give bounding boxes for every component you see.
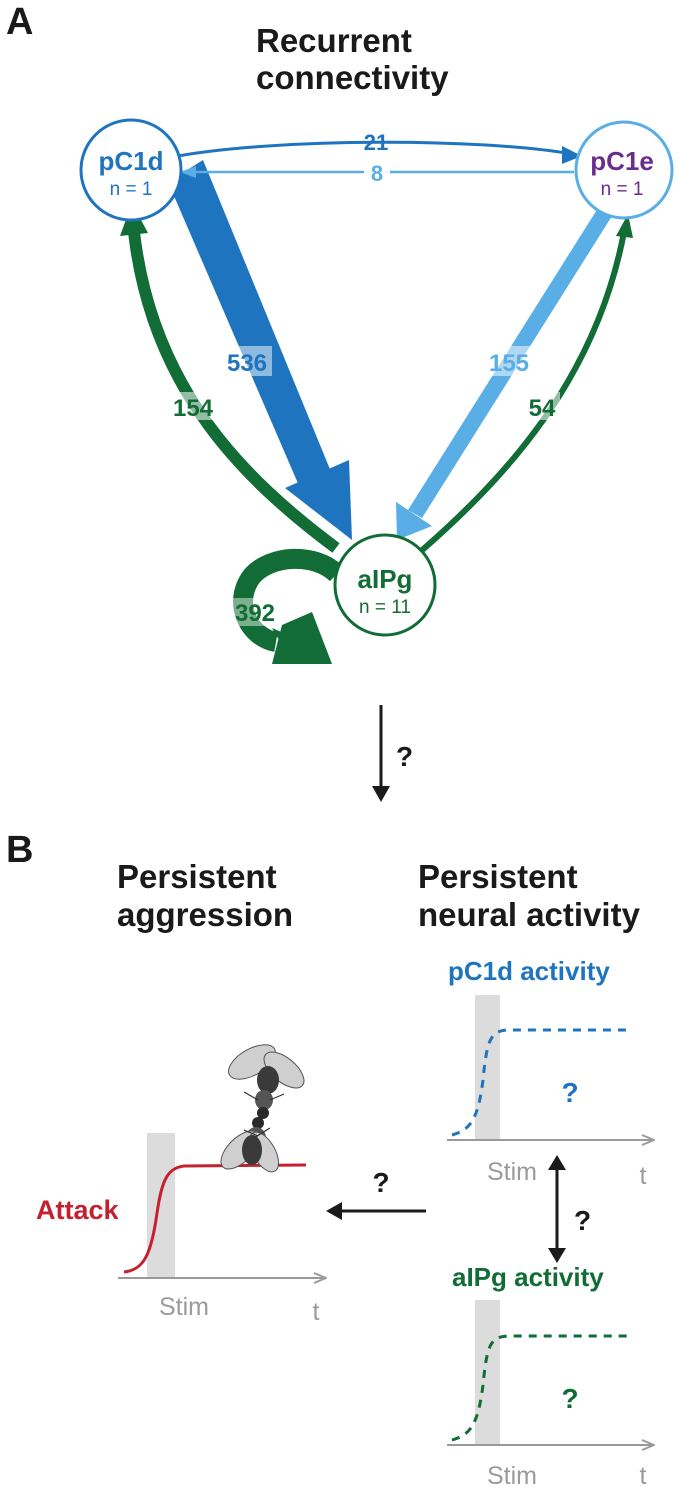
label-8: 8: [364, 161, 390, 186]
node-aipg-name: aIPg: [358, 564, 413, 594]
attack-plot: Stim t: [118, 1133, 326, 1326]
edge-weight-392: 392: [235, 600, 275, 627]
fighting-flies-illustration: [220, 1044, 305, 1173]
edge-weight-8: 8: [371, 161, 383, 186]
panel-b-letter: B: [6, 829, 33, 871]
pc1d-activity-trace: [451, 1028, 632, 1137]
edge-weight-21: 21: [364, 130, 388, 155]
aipg-activity-label: aIPg activity: [452, 1262, 604, 1292]
node-pc1d: pC1d n = 1: [79, 118, 183, 222]
attack-label: Attack: [36, 1195, 120, 1225]
pc1d-question: ?: [561, 1077, 578, 1108]
aipg-activity-trace: [451, 1334, 632, 1442]
label-155: 155: [484, 346, 534, 377]
node-pc1d-name: pC1d: [99, 146, 164, 176]
edge-weight-155: 155: [489, 350, 529, 377]
right-heading-line1: Persistent: [418, 858, 578, 895]
node-aipg-count: n = 11: [359, 597, 411, 618]
aipg-time-label: t: [640, 1462, 647, 1490]
edge-aipg-self-loop: [233, 548, 345, 664]
node-pc1e: pC1e n = 1: [574, 120, 674, 220]
left-arrow: [326, 1202, 426, 1220]
label-54: 54: [524, 392, 560, 422]
label-154: 154: [168, 392, 218, 422]
bidirectional-arrow: [548, 1155, 566, 1263]
edge-pc1d-to-aipg: [168, 160, 352, 540]
attack-stim-label: Stim: [159, 1293, 209, 1321]
node-pc1d-count: n = 1: [110, 179, 153, 200]
pc1d-stim-bar: [475, 995, 500, 1140]
pc1d-activity-plot: ? Stim t: [447, 995, 654, 1190]
pc1d-activity-label: pC1d activity: [448, 956, 610, 986]
aipg-stim-label: Stim: [487, 1462, 537, 1490]
edge-weight-536: 536: [227, 350, 267, 377]
left-arrow-question: ?: [372, 1167, 389, 1198]
pc1d-stim-label: Stim: [487, 1158, 537, 1186]
down-arrow: [372, 705, 390, 802]
attack-trace: [123, 1163, 307, 1274]
node-pc1e-count: n = 1: [601, 179, 644, 200]
pc1d-time-label: t: [640, 1162, 647, 1190]
label-21: 21: [364, 130, 388, 155]
label-536: 536: [222, 346, 272, 377]
node-pc1e-name: pC1e: [590, 146, 654, 176]
label-392: 392: [230, 598, 280, 627]
right-heading-line2: neural activity: [418, 896, 641, 933]
aipg-activity-plot: ? Stim t: [447, 1300, 654, 1490]
connectivity-title-line2: connectivity: [256, 59, 449, 96]
left-heading-line1: Persistent: [117, 858, 277, 895]
attack-stim-bar: [147, 1133, 175, 1278]
down-arrow-question: ?: [396, 741, 413, 772]
left-heading-line2: aggression: [117, 896, 293, 933]
connectivity-title-line1: Recurrent: [256, 22, 412, 59]
bidirectional-question: ?: [574, 1205, 591, 1236]
edge-weight-54: 54: [529, 395, 556, 422]
aipg-stim-bar: [475, 1300, 500, 1445]
panel-a-letter: A: [6, 1, 33, 43]
attack-time-label: t: [313, 1298, 320, 1326]
edge-pc1d-to-pc1e: [177, 140, 582, 164]
aipg-question: ?: [561, 1383, 578, 1414]
edge-weight-154: 154: [173, 395, 214, 422]
node-aipg: aIPg n = 11: [333, 533, 437, 637]
edge-aipg-to-pc1e: [418, 214, 633, 555]
